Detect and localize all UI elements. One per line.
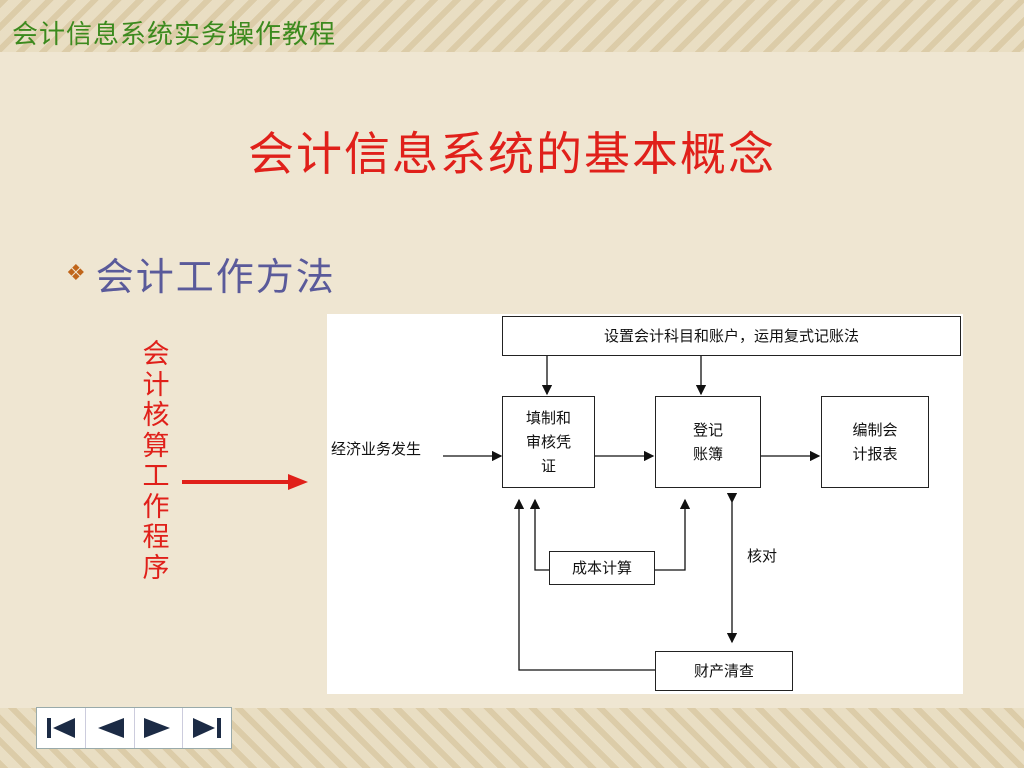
check-label: 核对 (747, 547, 778, 565)
previous-slide-button[interactable] (86, 708, 135, 748)
diagram-connectors (443, 356, 821, 671)
course-header-title: 会计信息系统实务操作教程 (12, 20, 337, 50)
report-box: 编制会 计报表 (821, 396, 929, 488)
arrow-inventory-to-voucher (513, 498, 655, 671)
bullet-item: ❖ 会计工作方法 (66, 246, 336, 301)
arrow-cost-to-voucher (529, 498, 549, 571)
setup-accounts-text: 设置会计科目和账户，运用复式记账法 (603, 327, 859, 345)
voucher-box: 填制和 审核凭 证 (502, 396, 595, 488)
cost-calculation-box: 成本计算 (549, 551, 655, 585)
setup-accounts-box: 设置会计科目和账户，运用复式记账法 (502, 316, 961, 356)
cost-calculation-text: 成本计算 (571, 559, 632, 577)
ledger-text: 登记 账簿 (692, 421, 723, 463)
last-slide-icon (193, 718, 222, 738)
accounting-flow-diagram: 设置会计科目和账户，运用复式记账法 填制和 审核凭 证 登记 账簿 编制会 计报… (327, 314, 963, 694)
report-text: 编制会 计报表 (852, 421, 898, 463)
red-arrow-icon (182, 474, 308, 490)
slide-navigation (36, 707, 232, 749)
inventory-check-box: 财产清查 (655, 651, 793, 691)
arrow-cost-to-ledger (655, 498, 691, 571)
vertical-side-label: 会计核算工作程序 (142, 339, 170, 584)
ledger-box: 登记 账簿 (655, 396, 761, 488)
voucher-text: 填制和 审核凭 证 (525, 409, 571, 475)
inventory-check-text: 财产清查 (693, 662, 754, 680)
slide-title: 会计信息系统的基本概念 (248, 127, 776, 181)
last-slide-button[interactable] (183, 708, 231, 748)
first-slide-icon (46, 718, 75, 738)
next-slide-icon (144, 718, 171, 738)
diamond-bullet-icon: ❖ (66, 261, 86, 286)
top-decorative-band (0, 0, 1024, 52)
next-slide-button[interactable] (135, 708, 184, 748)
input-label: 经济业务发生 (331, 440, 422, 458)
bullet-text: 会计工作方法 (95, 255, 336, 299)
previous-slide-icon (97, 718, 124, 738)
first-slide-button[interactable] (37, 708, 86, 748)
